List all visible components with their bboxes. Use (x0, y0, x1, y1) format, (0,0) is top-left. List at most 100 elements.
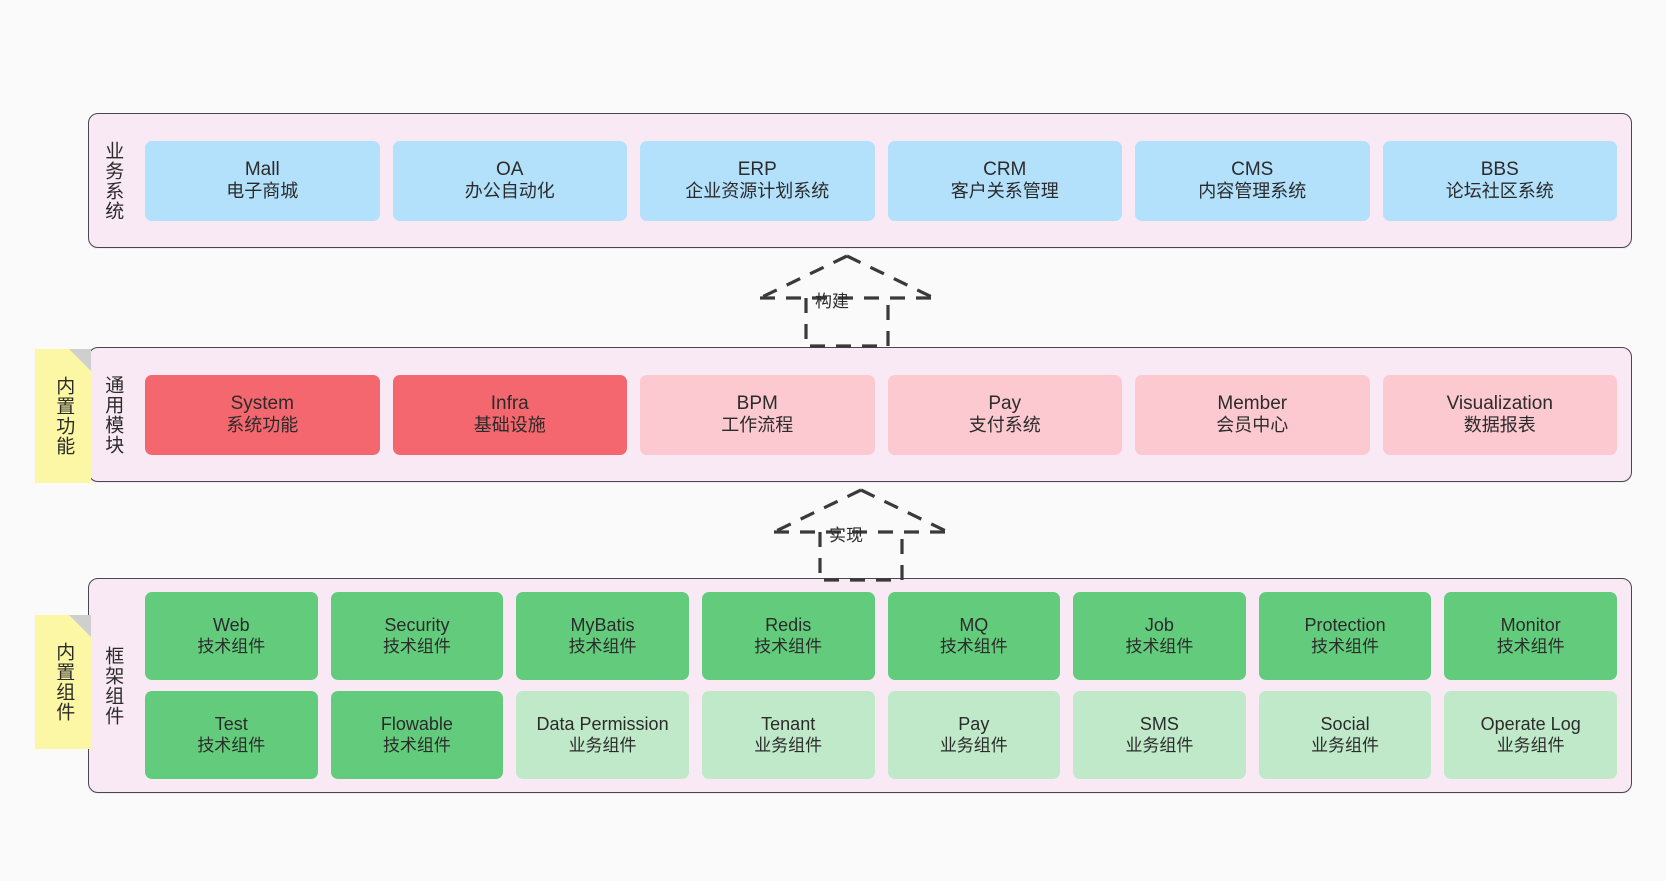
card-subtitle: 企业资源计划系统 (685, 181, 830, 202)
card-title: Job (1144, 614, 1174, 635)
card-subtitle: 技术组件 (1125, 636, 1194, 656)
sticky-note-text: 内置组件 (53, 642, 75, 722)
card-subtitle: 技术组件 (1311, 636, 1380, 656)
card-title: Visualization (1446, 392, 1553, 414)
card-title: Flowable (380, 713, 453, 734)
card-title: Infra (490, 392, 529, 414)
connector-implement-label: 实现 (829, 526, 863, 545)
card-title: ERP (737, 158, 777, 180)
card-title: OA (496, 158, 524, 180)
card-subtitle: 业务组件 (754, 735, 823, 755)
card-subtitle: 内容管理系统 (1198, 181, 1307, 202)
card-title: Pay (958, 713, 990, 734)
card-title: Test (214, 713, 248, 734)
card-title: System (230, 392, 294, 414)
layer-label-text: 框架组件 (102, 645, 124, 726)
card-subtitle: 工作流程 (721, 415, 794, 436)
card-subtitle: 业务组件 (568, 735, 637, 755)
card-subtitle: 技术组件 (197, 636, 266, 656)
card-title: Security (384, 614, 450, 635)
connector-build-graphic (759, 254, 935, 348)
layer-label-common-modules: 通用模块 (89, 348, 135, 481)
card-subtitle: 业务组件 (1125, 735, 1194, 755)
card-subtitle: 技术组件 (568, 636, 637, 656)
card-subtitle: 技术组件 (754, 636, 823, 656)
layer-label-framework-components: 框架组件 (89, 579, 135, 792)
note-fold-corner-icon (69, 615, 91, 637)
card-title: Monitor (1500, 614, 1561, 635)
card-subtitle: 电子商城 (226, 181, 299, 202)
sticky-note-builtin-features: 内置功能 (35, 349, 91, 483)
card-subtitle: 数据报表 (1463, 415, 1536, 436)
card-subtitle: 系统功能 (226, 415, 299, 436)
card-subtitle: 技术组件 (382, 636, 451, 656)
note-fold-corner-icon (69, 349, 91, 371)
card-subtitle: 会员中心 (1216, 415, 1289, 436)
layer-label-business-systems: 业务系统 (89, 114, 135, 247)
card-title: Redis (765, 614, 812, 635)
card-title: Data Permission (536, 713, 669, 734)
layer-label-text: 业务系统 (102, 140, 124, 221)
card-title: Tenant (761, 713, 816, 734)
connector-implement-graphic (773, 488, 949, 582)
card-title: Member (1217, 392, 1288, 414)
card-subtitle: 技术组件 (939, 636, 1008, 656)
card-subtitle: 技术组件 (197, 735, 266, 755)
connector-build: 构建 (752, 252, 942, 348)
card-title: Operate Log (1480, 713, 1581, 734)
card-title: Social (1320, 713, 1370, 734)
card-title: Protection (1304, 614, 1386, 635)
card-title: Web (212, 614, 250, 635)
card-title: Pay (988, 392, 1022, 414)
card-title: CRM (983, 158, 1027, 180)
card-title: MyBatis (570, 614, 635, 635)
card-title: MQ (959, 614, 989, 635)
card-subtitle: 办公自动化 (464, 181, 555, 202)
card-title: SMS (1139, 713, 1179, 734)
card-title: CMS (1231, 158, 1274, 180)
sticky-note-text: 内置功能 (53, 376, 75, 456)
card-subtitle: 业务组件 (1311, 735, 1380, 755)
card-subtitle: 技术组件 (1496, 636, 1565, 656)
card-title: Mall (244, 158, 280, 180)
card-title: BBS (1480, 158, 1519, 180)
card-subtitle: 技术组件 (382, 735, 451, 755)
card-subtitle: 论坛社区系统 (1445, 181, 1554, 202)
card-subtitle: 业务组件 (1496, 735, 1565, 755)
connector-implement: 实现 (766, 486, 956, 582)
card-title: BPM (736, 392, 778, 414)
